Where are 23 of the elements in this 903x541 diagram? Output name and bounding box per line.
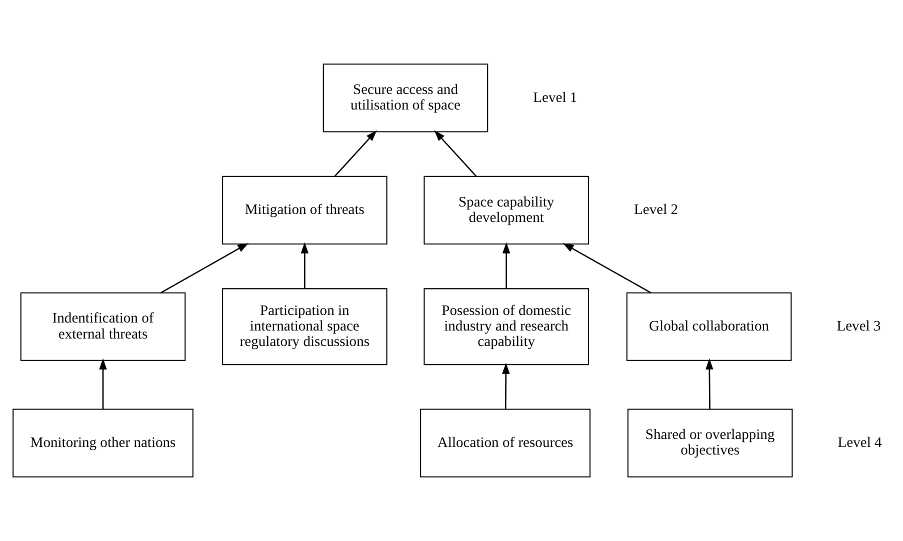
label: Level 3 xyxy=(836,318,881,334)
label: Level 2 xyxy=(634,202,678,218)
arrow xyxy=(502,242,510,288)
label: Level 1 xyxy=(533,90,578,106)
node-box: Secure access and utilisation of space xyxy=(322,64,488,132)
node-box: Space capability development xyxy=(424,176,589,245)
node-box: Shared or overlapping objectives xyxy=(627,408,793,478)
arrow xyxy=(502,362,510,410)
node-box: Allocation of resources xyxy=(420,408,591,478)
arrow xyxy=(160,243,249,294)
node-box: Mitigation of threats xyxy=(222,176,388,245)
label: Level 4 xyxy=(838,434,882,451)
arrow xyxy=(334,130,377,177)
node-box: Participation in international space regulatory discussions xyxy=(222,288,388,366)
node-box: Posession of domestic industry and research capability xyxy=(424,288,589,366)
node-box: Indentification of external threats xyxy=(20,292,186,361)
node-box: Global collaboration xyxy=(626,292,792,361)
arrow xyxy=(562,243,652,294)
arrow xyxy=(300,242,309,288)
arrow xyxy=(706,358,714,410)
node-box: Monitoring other nations xyxy=(12,408,194,478)
arrow xyxy=(99,358,107,410)
arrow xyxy=(434,130,477,177)
